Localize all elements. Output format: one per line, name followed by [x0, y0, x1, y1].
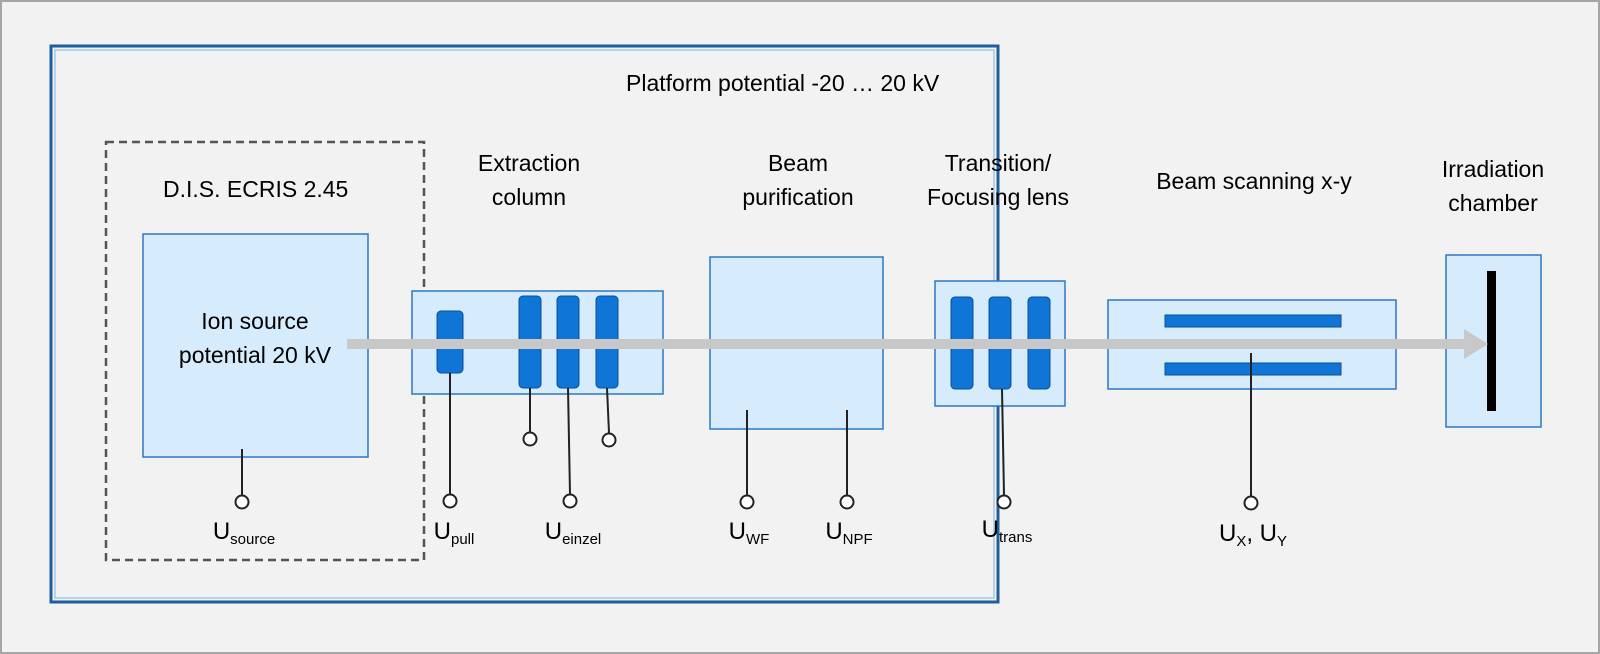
u-npf-label: UNPF	[825, 518, 872, 548]
target-plate-icon	[1487, 271, 1496, 411]
u-y-sub: Y	[1277, 533, 1288, 550]
beam-arrow-icon	[347, 329, 1488, 359]
u-pull-label: Upull	[434, 518, 475, 548]
chamber-label-line2: chamber	[1448, 190, 1538, 216]
voltage-connections	[234, 353, 1259, 511]
u-npf-main: U	[825, 518, 843, 545]
scan-plate-bottom	[1164, 362, 1342, 376]
scan-plate-top	[1164, 314, 1342, 328]
transition-label-line2: Focusing lens	[927, 184, 1069, 210]
ion-source-label-line2: potential 20 kV	[178, 342, 332, 368]
transition-label-line1: Transition/	[944, 150, 1052, 176]
u-einzel-label: Ueinzel	[545, 518, 602, 548]
terminal-icon	[1243, 495, 1259, 511]
purification-label-line2: purification	[742, 184, 854, 210]
terminal-icon	[839, 494, 855, 510]
chamber-label-line1: Irradiation	[1441, 156, 1545, 182]
u-trans-label: Utrans	[982, 516, 1033, 546]
source-box-title: D.I.S. ECRIS 2.45	[163, 176, 349, 202]
extraction-label-line2: column	[491, 184, 567, 210]
u-xy-separator: ,	[1246, 520, 1260, 547]
terminal-icon	[601, 432, 617, 448]
u-npf-sub: NPF	[842, 531, 873, 548]
platform-label: Platform potential -20 … 20 kV	[626, 70, 940, 96]
beam-scanning-label: Beam scanning x-y	[1156, 164, 1352, 198]
u-x-sub: X	[1236, 533, 1247, 550]
extraction-label-line1: Extraction	[477, 150, 581, 176]
u-einzel-main: U	[544, 518, 563, 545]
terminal-icon	[996, 494, 1012, 510]
transition-label: Transition/ Focusing lens	[927, 146, 1069, 214]
u-pull-sub: pull	[450, 531, 475, 548]
extraction-column-label: Extraction column	[478, 146, 580, 214]
terminal-icon	[562, 493, 578, 509]
u-y-main: U	[1259, 520, 1278, 547]
u-xy-label: UX, UY	[1219, 520, 1287, 550]
ion-source-label-line1: Ion source	[201, 308, 309, 334]
u-trans-main: U	[981, 516, 999, 543]
u-source-label: Usource	[213, 518, 275, 548]
irradiation-chamber-label: Irradiation chamber	[1442, 152, 1544, 220]
u-pull-main: U	[433, 518, 451, 545]
u-x-main: U	[1218, 520, 1237, 547]
u-einzel-sub: einzel	[562, 531, 602, 548]
terminal-icon	[442, 493, 458, 509]
scanning-label-line1: Beam scanning x-y	[1156, 168, 1352, 194]
u-source-sub: source	[230, 531, 276, 548]
ion-source-box	[142, 233, 369, 458]
terminal-icon	[234, 494, 250, 510]
u-wf-main: U	[728, 518, 747, 545]
terminal-icon	[739, 494, 755, 510]
ion-source-label: Ion source potential 20 kV	[179, 304, 331, 372]
u-wf-label: UWF	[729, 518, 770, 548]
u-wf-sub: WF	[746, 531, 770, 548]
beam-purification-label: Beam purification	[742, 146, 853, 214]
u-trans-sub: trans	[998, 529, 1033, 546]
u-source-main: U	[212, 518, 231, 545]
purification-label-line1: Beam	[767, 150, 829, 176]
terminal-icon	[522, 431, 538, 447]
